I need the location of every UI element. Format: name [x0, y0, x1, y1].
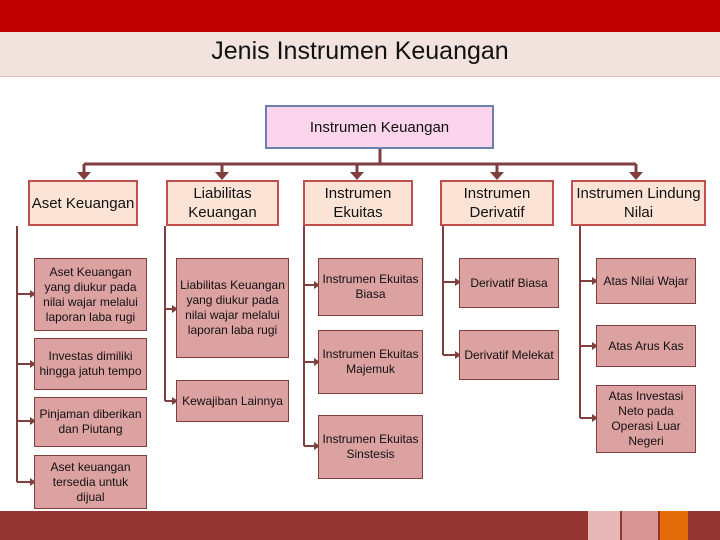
title-band: [0, 32, 720, 77]
leaf-atas-arus-kas: Atas Arus Kas: [596, 325, 696, 367]
footer-accent-light: [588, 511, 620, 540]
leaf-atas-nilai-wajar: Atas Nilai Wajar: [596, 258, 696, 304]
leaf-aset-nilai-wajar: Aset Keuangan yang diukur pada nilai waj…: [34, 258, 147, 331]
category-aset-keuangan: Aset Keuangan: [28, 180, 138, 226]
category-instrumen-ekuitas: Instrumen Ekuitas: [303, 180, 413, 226]
leaf-ekuitas-majemuk: Instrumen Ekuitas Majemuk: [318, 330, 423, 394]
leaf-ekuitas-sinstesis: Instrumen Ekuitas Sinstesis: [318, 415, 423, 479]
slide-title: Jenis Instrumen Keuangan: [211, 37, 509, 65]
leaf-aset-tersedia-dijual: Aset keuangan tersedia untuk dijual: [34, 455, 147, 509]
leaf-atas-investasi-neto: Atas Investasi Neto pada Operasi Luar Ne…: [596, 385, 696, 453]
category-liabilitas-keuangan: Liabilitas Keuangan: [166, 180, 279, 226]
leaf-investasi-jatuh-tempo: Investas dimiliki hingga jatuh tempo: [34, 338, 147, 390]
leaf-liabilitas-nilai-wajar: Liabilitas Keuangan yang diukur pada nil…: [176, 258, 289, 358]
category-instrumen-derivatif: Instrumen Derivatif: [440, 180, 554, 226]
category-instrumen-lindung-nilai: Instrumen Lindung Nilai: [571, 180, 706, 226]
leaf-kewajiban-lainnya: Kewajiban Lainnya: [176, 380, 289, 422]
root-node: Instrumen Keuangan: [265, 105, 494, 149]
footer-accent-orange: [660, 511, 688, 540]
leaf-derivatif-biasa: Derivatif Biasa: [459, 258, 559, 308]
leaf-pinjaman-piutang: Pinjaman diberikan dan Piutang: [34, 397, 147, 447]
leaf-ekuitas-biasa: Instrumen Ekuitas Biasa: [318, 258, 423, 316]
top-accent-bar: [0, 0, 720, 32]
footer-accent-mid: [622, 511, 658, 540]
leaf-derivatif-melekat: Derivatif Melekat: [459, 330, 559, 380]
